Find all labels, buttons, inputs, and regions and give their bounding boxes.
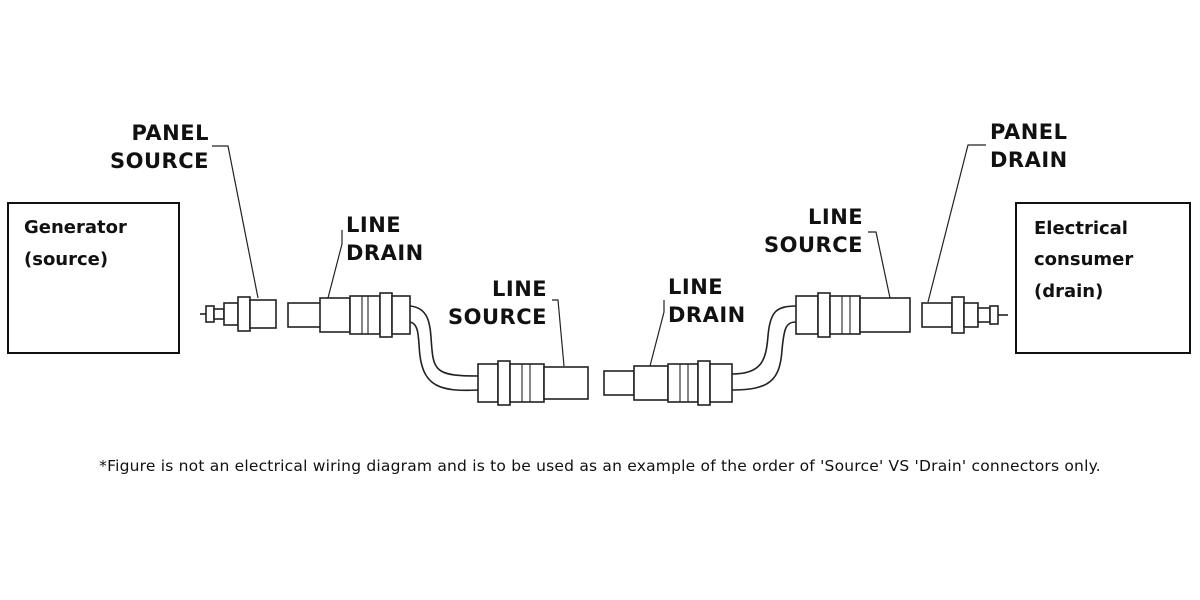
panel-source-connector	[200, 296, 277, 332]
consumer-label-line1: Electrical	[1034, 218, 1128, 239]
label-line-drain-left: LINE DRAIN	[327, 213, 424, 299]
panel-drain-line2: DRAIN	[990, 148, 1068, 172]
panel-drain-line1: PANEL	[990, 120, 1068, 144]
line-source-right-line2: SOURCE	[764, 233, 863, 257]
consumer-box: Electrical consumer (drain)	[1015, 202, 1191, 354]
footnote: *Figure is not an electrical wiring diag…	[99, 457, 1101, 475]
consumer-label-line2: consumer	[1034, 249, 1133, 270]
right-line-assembly	[603, 292, 911, 406]
line-drain-right-line2: DRAIN	[668, 303, 746, 327]
label-line-drain-right: LINE DRAIN	[649, 275, 746, 367]
consumer-label-line3: (drain)	[1034, 281, 1103, 302]
panel-source-line1: PANEL	[131, 121, 209, 145]
left-line-assembly	[287, 292, 589, 406]
line-drain-right-line1: LINE	[668, 275, 723, 299]
label-line-source-right: LINE SOURCE	[764, 205, 891, 299]
line-source-right-line1: LINE	[808, 205, 863, 229]
label-panel-drain: PANEL DRAIN	[927, 120, 1068, 303]
label-panel-source: PANEL SOURCE	[110, 121, 259, 299]
panel-source-line2: SOURCE	[110, 149, 209, 173]
generator-label-line1: Generator	[24, 217, 127, 238]
line-source-left-line1: LINE	[492, 277, 547, 301]
line-drain-left-line1: LINE	[346, 213, 401, 237]
line-source-left-line2: SOURCE	[448, 305, 547, 329]
generator-label-line2: (source)	[24, 249, 108, 270]
panel-drain-connector	[921, 296, 1008, 334]
line-drain-left-line2: DRAIN	[346, 241, 424, 265]
generator-box: Generator (source)	[7, 202, 180, 354]
label-line-source-left: LINE SOURCE	[448, 277, 565, 367]
